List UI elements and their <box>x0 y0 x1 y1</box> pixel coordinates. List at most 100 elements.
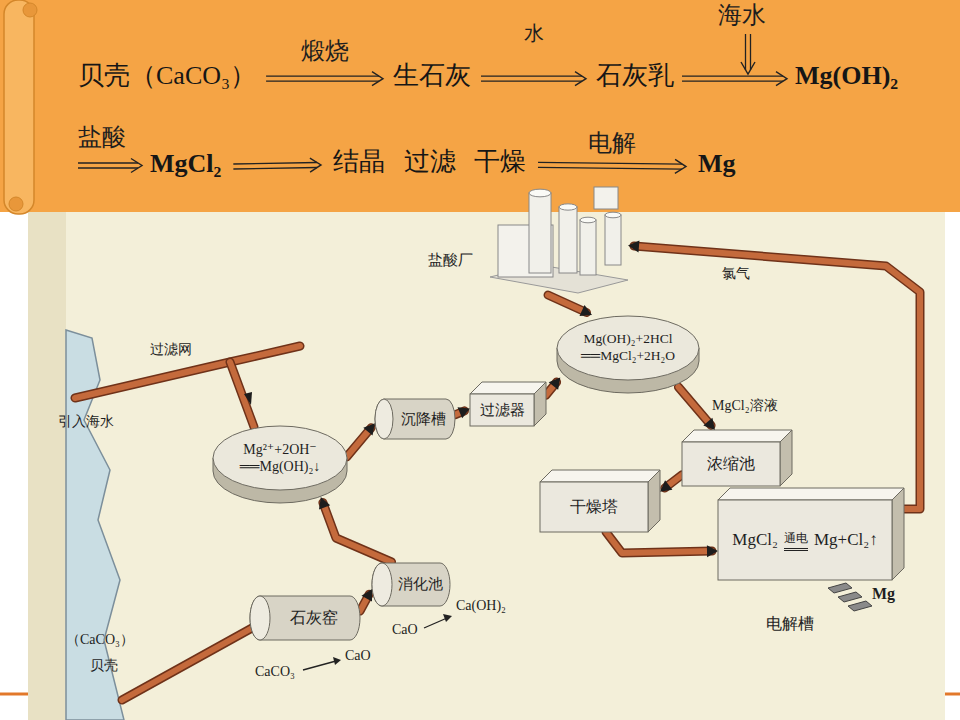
pipe-core <box>347 428 372 457</box>
flow-term: 生石灰 <box>393 60 471 91</box>
arrow-head <box>707 545 718 557</box>
flow-arrow <box>538 159 686 173</box>
pipe-core <box>548 295 587 313</box>
edge-label: 煅烧 <box>301 38 349 66</box>
flow-arrow <box>233 158 321 172</box>
box-side <box>534 382 546 426</box>
reaction-tank: Mg(OH)₂+2HCl ══MgCl₂+2H₂O <box>556 315 700 395</box>
equation-term: MgCl₂ <box>732 530 778 550</box>
shell-pipe <box>122 628 252 700</box>
arrow-head <box>776 72 787 86</box>
title-banner <box>0 0 960 212</box>
flow-term: MgCl₂ <box>150 148 221 179</box>
flow-term-box: Mg(OH)₂ <box>795 60 898 91</box>
text-area: 消化池 <box>390 562 450 607</box>
pipe-connector <box>319 497 392 562</box>
tank-top <box>557 316 699 380</box>
reaction-arrow <box>303 661 336 670</box>
reaction-arrow <box>333 657 341 665</box>
edge-label: 氯气 <box>722 266 750 282</box>
cylinder-body <box>375 399 455 439</box>
pipe-connector <box>678 387 715 430</box>
unit-name: 过滤器 <box>480 401 525 420</box>
box-front <box>540 482 648 532</box>
pipe-core <box>606 532 712 553</box>
flow-arrow <box>481 72 586 86</box>
pipe-outline <box>323 503 392 562</box>
arrow-shaft <box>233 162 317 163</box>
cylinder-end <box>375 399 393 439</box>
input-label: 海水 <box>718 2 766 30</box>
flow-term-box: 石灰乳 <box>596 60 674 91</box>
process-box: 干燥塔 <box>540 470 660 532</box>
bottom-rule <box>945 693 960 696</box>
factory-tank-top <box>605 212 621 218</box>
arrow-head <box>575 72 586 86</box>
arrow-shaft <box>682 76 783 77</box>
pipe-outline <box>606 532 712 553</box>
diagram-panel <box>66 212 945 720</box>
flow-term-box: Mg <box>698 148 736 179</box>
flow-term-box: 贝壳（CaCO₃） <box>78 60 256 91</box>
pipe-connector <box>360 589 372 611</box>
arrow-head <box>310 158 321 172</box>
arrow-head <box>628 240 639 252</box>
pipe-core <box>678 387 711 425</box>
seawater-arrow <box>745 34 746 70</box>
edge-label: MgCl₂溶液 <box>712 398 778 414</box>
part-label: 引入海水 <box>58 414 114 430</box>
arrow-shaft <box>538 167 682 169</box>
arrow-head <box>703 418 715 430</box>
pipe-connector <box>606 532 718 557</box>
acid-arrow <box>78 167 138 168</box>
cylinder-tank: 沉降槽 <box>375 398 455 440</box>
unit-name: 干燥塔 <box>570 497 618 518</box>
arrow-head <box>549 377 561 389</box>
arrow-head <box>580 305 593 316</box>
text-area: 干燥塔 <box>540 482 648 532</box>
pipe-connector <box>347 423 375 457</box>
box-side <box>648 470 660 532</box>
unit-name: 沉降槽 <box>401 410 446 429</box>
box-top <box>470 382 546 394</box>
factory-tank <box>580 220 596 275</box>
pipe-connector <box>660 475 682 492</box>
factory-icon: 盐酸厂 <box>428 185 628 295</box>
flow-term-box: 生石灰 <box>393 60 471 91</box>
equation: Mg²⁺+2OH⁻ ══Mg(OH)₂↓ <box>228 441 332 476</box>
flow-arrow <box>266 72 383 86</box>
text-area: 沉降槽 <box>391 398 455 440</box>
pipe-core <box>323 503 392 562</box>
unit-name: 石灰窑 <box>290 608 338 629</box>
text-area: MgCl₂ 通电 Mg+Cl₂↑ <box>718 500 892 580</box>
seawater-arrow <box>741 62 755 74</box>
condition: 通电 <box>784 530 808 551</box>
arrow-head <box>458 407 471 418</box>
cylinder-tank: 消化池 <box>372 562 450 607</box>
reaction-arrow <box>424 618 447 628</box>
magnesium-ingot <box>848 601 872 611</box>
seawater-branch <box>230 362 254 427</box>
formula-label: CaCO₃ <box>255 664 295 680</box>
scroll-roll <box>4 0 34 214</box>
text-area: 石灰窑 <box>268 595 360 641</box>
text-area: 过滤器 <box>470 394 534 426</box>
box-top <box>682 430 792 442</box>
arrow-shaft <box>538 162 682 164</box>
equation: Mg(OH)₂+2HCl ══MgCl₂+2H₂O <box>568 331 688 365</box>
equation-term: Mg+Cl₂↑ <box>814 530 878 550</box>
text-area: Mg²⁺+2OH⁻ ══Mg(OH)₂↓ <box>212 425 348 491</box>
acid-arrow <box>78 162 138 163</box>
arrow-shaft <box>481 81 582 82</box>
factory-tank <box>559 207 577 273</box>
text-area: Mg(OH)₂+2HCl ══MgCl₂+2H₂O <box>556 315 700 381</box>
flow-term: 石灰乳 <box>596 60 674 91</box>
shape-outline <box>428 185 628 295</box>
cylinder-end <box>372 563 392 606</box>
cylinder-end <box>250 596 270 640</box>
bottom-rule <box>0 693 28 696</box>
tank-top <box>213 426 347 490</box>
box-front <box>470 394 534 426</box>
factory-tank <box>529 193 551 273</box>
text-area: 浓缩池 <box>682 442 780 486</box>
